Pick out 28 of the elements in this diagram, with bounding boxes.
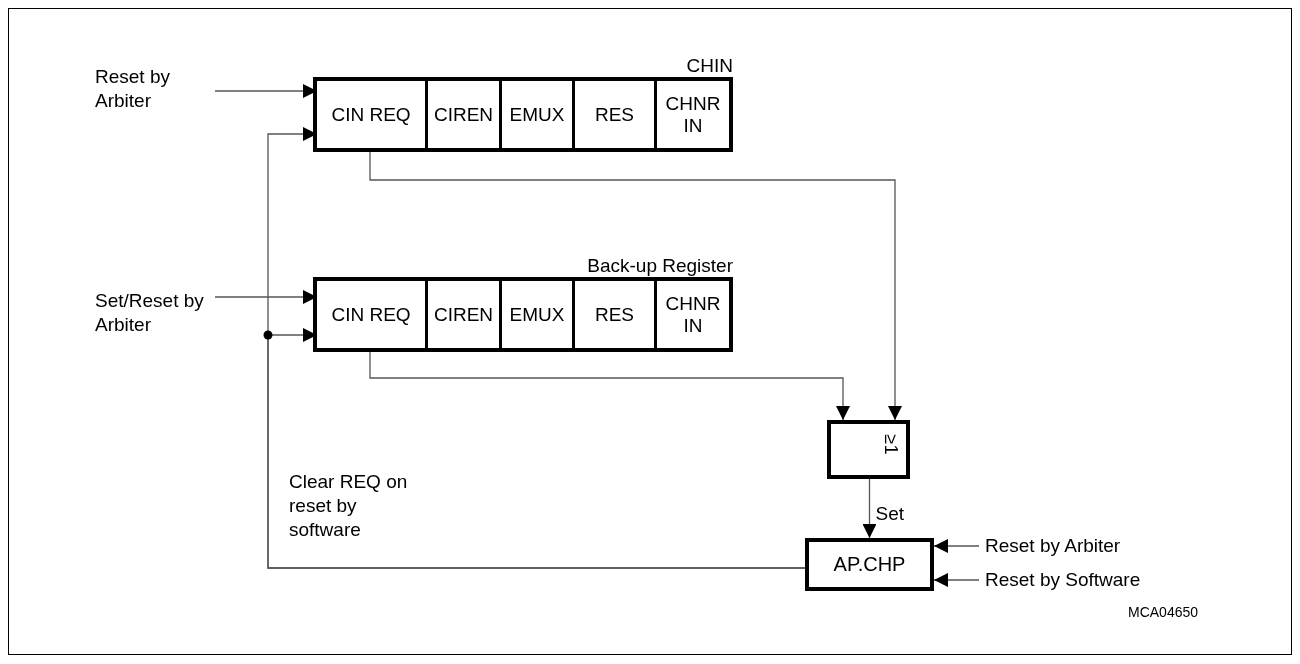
register-field: CHNR IN [657, 281, 729, 348]
or-gate-box [827, 420, 910, 479]
arrow [862, 478, 877, 539]
arrow [369, 151, 902, 421]
register-field: CIREN [428, 81, 502, 148]
signal-label: Reset by Arbiter [95, 65, 220, 115]
register-name: Back-up Register [587, 255, 733, 277]
flag-box [805, 538, 934, 591]
register-field: EMUX [502, 81, 575, 148]
register-field: CIREN [428, 281, 502, 348]
signal-label: Reset by Arbiter [985, 534, 1155, 558]
arrow [369, 351, 850, 421]
arrow [267, 328, 806, 569]
note: Clear REQ on reset by software [289, 470, 409, 542]
register-field: CIN REQ [317, 281, 428, 348]
signal-label: Set/Reset by Arbiter [95, 289, 220, 339]
register-name: CHIN [686, 55, 733, 77]
signal-label: Reset by Software [985, 568, 1175, 592]
box-text: ≥1 [880, 434, 902, 457]
register-field: CHNR IN [657, 81, 729, 148]
box-text: AP.CHP [833, 553, 906, 576]
register-field: EMUX [502, 281, 575, 348]
arrow [933, 573, 980, 587]
register-field: RES [575, 81, 657, 148]
register-field: CIN REQ [317, 81, 428, 148]
figure-code: MCA04650 [1128, 603, 1199, 622]
arrow [933, 539, 980, 553]
register-field: RES [575, 281, 657, 348]
